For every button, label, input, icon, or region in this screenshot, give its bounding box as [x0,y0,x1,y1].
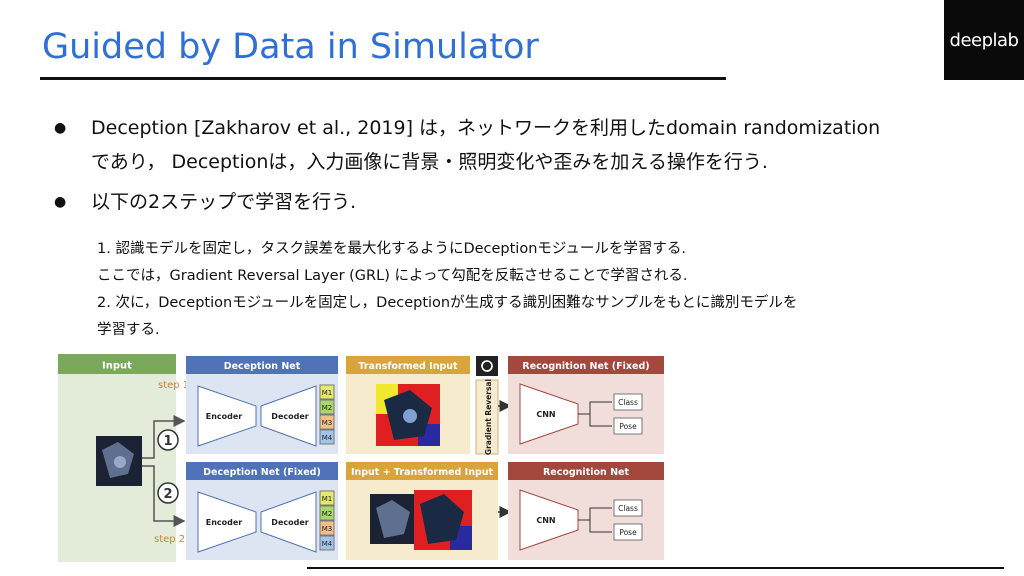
deception-net-header [186,356,338,374]
deception-pipeline-diagram: Input 1 2 step 1 step 2 Deception Net En… [58,354,664,562]
encoder-shape [197,385,257,447]
class-output-label: Class [618,398,638,407]
output-connector [578,401,612,427]
mask-label: M3 [322,525,333,533]
bullet-deception: ● Deception [Zakharov et al., 2019] は，ネッ… [54,111,994,179]
mask-box [319,520,335,536]
title-underline [40,77,726,80]
step1-arrow [142,415,186,459]
gradient-reversal-box [475,379,499,455]
input-header [58,354,176,374]
encoder-label: Encoder [206,518,243,527]
class-output-label: Class [618,504,638,513]
step1-circle [157,429,179,451]
mask-label: M1 [322,389,333,397]
deeplab-logo: deeplab [944,0,1024,80]
bullet-text-line: Deception [Zakharov et al., 2019] は，ネットワ… [91,117,881,139]
transformed-object-part [403,409,417,423]
step-text-line: 学習する. [97,322,160,338]
step2-arrow [142,465,186,527]
deception-net-fixed-header [186,462,338,480]
bullet-text-line: 以下の2ステップで学習を行う. [91,191,357,213]
decoder-label: Decoder [271,518,308,527]
gradient-reversal-label: Gradient Reversal [484,379,493,455]
bottom-divider [307,567,1004,569]
decoder-shape [260,385,317,447]
pose-output-box [613,523,643,541]
step-text-line: 1. 認識モデルを固定し，タスク誤差を最大化するようにDeceptionモジュー… [97,241,686,257]
bullet-dot-icon: ● [54,120,67,136]
gradient-reversal-icon-box [476,356,498,376]
decoder-label: Decoder [271,412,308,421]
cnn-shape [519,383,579,445]
mask-label: M4 [322,434,333,442]
mask-box [319,384,335,400]
pose-output-label: Pose [619,422,637,431]
recognition-fixed-label: Recognition Net (Fixed) [522,361,649,372]
pose-output-label: Pose [619,528,637,537]
slide-title: Guided by Data in Simulator [42,27,539,67]
input-object-copy [376,500,410,538]
cnn-label: CNN [536,516,555,525]
deception-net-fixed-label: Deception Net (Fixed) [203,467,321,478]
mask-label: M4 [322,540,333,548]
recognition-net-header [508,462,664,480]
encoder-label: Encoder [206,412,243,421]
mask-box [319,429,335,445]
step2-circle-label: 2 [163,487,172,502]
transformed-input-header [346,356,470,374]
mask-box [319,535,335,551]
deception-net-label: Deception Net [224,361,301,372]
input-transformed-label: Input + Transformed Input [351,467,494,478]
recognition-fixed-header [508,356,664,374]
bullet-dot-icon: ● [54,194,67,210]
class-output-box [613,393,643,411]
mask-box [319,399,335,415]
cnn-shape [519,489,579,551]
mask-label: M1 [322,495,333,503]
cnn-label: CNN [536,410,555,419]
mask-box [319,490,335,506]
step1-circle-label: 1 [163,434,172,449]
output-connector [578,507,612,533]
step-text-line: 2. 次に，Deceptionモジュールを固定し，Deceptionが生成する識… [97,295,798,311]
step-text-line: ここでは，Gradient Reversal Layer (GRL) によって勾… [97,268,688,284]
pose-output-box [613,417,643,435]
input-transformed-header [346,462,498,480]
step2-circle [157,482,179,504]
encoder-shape [197,491,257,553]
logo-text: deeplab [949,29,1019,51]
step1-label: step 1 [158,380,189,391]
class-output-box [613,499,643,517]
mask-label: M3 [322,419,333,427]
mask-box [319,414,335,430]
input-object-part [114,456,126,468]
bullet-two-steps: ● 以下の2ステップで学習を行う. [54,185,654,219]
bullet-text-line: であり， Deceptionは，入力画像に背景・照明変化や歪みを加える操作を行う… [91,151,768,173]
transformed-object-copy [420,494,464,544]
mask-box [319,505,335,521]
input-header-label: Input [102,361,132,372]
mask-label: M2 [322,404,333,412]
mask-label: M2 [322,510,333,518]
refresh-icon [481,360,493,372]
transformed-input-label: Transformed Input [358,361,458,372]
step2-label: step 2 [154,534,185,545]
recognition-net-label: Recognition Net [543,467,630,478]
decoder-shape [260,491,317,553]
